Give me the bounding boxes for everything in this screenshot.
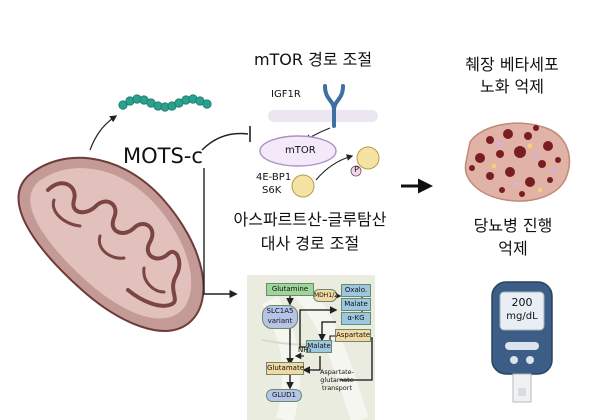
alpha-kg-box: α-KG (341, 312, 371, 325)
mots-c-label: MOTS-c (123, 144, 203, 168)
glutamine-box: Glutamine (266, 283, 314, 296)
beta-cell-title-line1: 췌장 베타세포 (465, 55, 559, 74)
aspartate-box: Aspartate (335, 329, 371, 342)
igf1r-label: IGF1R (271, 89, 301, 100)
phosphate-label: P (354, 165, 359, 174)
malate-top-box: Malate (341, 298, 371, 311)
pancreatic-islet-icon (464, 122, 571, 202)
mtor-label: mTOR (285, 145, 316, 156)
transport-label: Aspartate-glutamate transport (319, 368, 355, 392)
beta-cell-title-line2: 노화 억제 (480, 77, 544, 96)
ammonia-label: NH₃ (298, 346, 312, 354)
mtor-regulation-title: mTOR 경로 조절 (253, 50, 373, 69)
asp-glu-title-line1: 아스파르트산-글루탐산 (233, 210, 387, 229)
cell-membrane (268, 110, 378, 122)
mitochondrion-icon (17, 156, 205, 332)
peptide-chain-icon (118, 94, 212, 112)
4ebp1-label: 4E-BP1 (256, 172, 292, 183)
glud1-box: GLUD1 (266, 389, 302, 402)
mdh1-box: MDH1/2 (313, 289, 338, 302)
effector-circle-bottom (291, 174, 315, 198)
release-arrow (89, 115, 118, 151)
meter-reading-unit: mg/dL (506, 311, 538, 322)
diabetes-title-line2: 억제 (498, 239, 528, 258)
meter-reading-value: 200 (511, 296, 533, 309)
mtor-node (259, 135, 337, 167)
asp-glu-title-line2: 대사 경로 조절 (260, 234, 360, 253)
slc1a5-box: SLC1A5 variant (262, 305, 298, 329)
phosphorylation-arrow (315, 154, 354, 181)
igf1r-receptor-icon (323, 84, 345, 128)
oxaloacetate-box: Oxalo. (341, 284, 371, 297)
malate-mid-box: Malate (306, 340, 332, 353)
phosphate-circle (350, 165, 362, 177)
glutamate-box: Glutamate (266, 362, 304, 375)
inhibition-line (201, 132, 249, 151)
pathway-arrow (203, 168, 238, 299)
effector-circle-top (356, 146, 380, 170)
diabetes-title-line1: 당뇨병 진행 (473, 216, 553, 235)
glucose-meter-icon (491, 281, 553, 403)
s6k-label: S6K (262, 185, 282, 196)
